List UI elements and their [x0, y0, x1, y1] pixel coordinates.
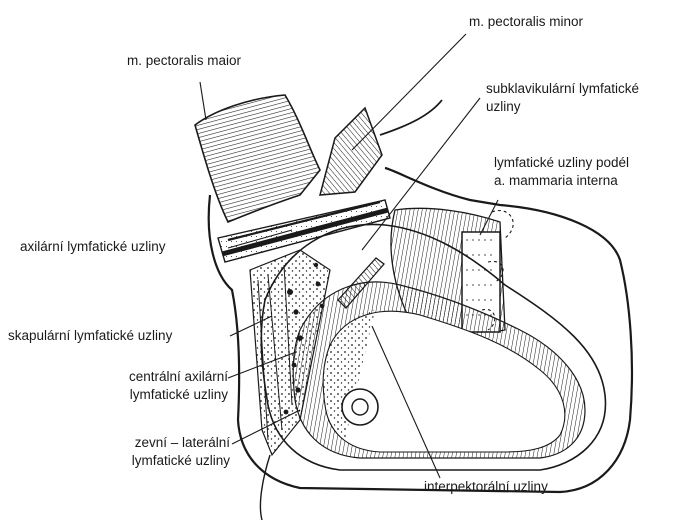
- label-mammaria-line2: a. mammaria interna: [494, 172, 618, 189]
- pectoralis-maior-muscle: [195, 95, 320, 222]
- nipple: [352, 399, 368, 415]
- pectoralis-minor-muscle: [320, 108, 382, 195]
- label-pectoralis-maior: m. pectoralis maior: [127, 52, 241, 69]
- shoulder-line: [380, 100, 442, 135]
- label-pectoralis-minor: m. pectoralis minor: [469, 13, 583, 30]
- skin-line-lower: [260, 455, 270, 520]
- label-subklavikularni-line2: uzliny: [486, 98, 521, 115]
- label-axilarni: axilární lymfatické uzliny: [20, 238, 166, 255]
- label-centralni-line1: centrální axilární: [78, 368, 228, 385]
- label-zevni-line2: lymfatické uzliny: [80, 452, 230, 469]
- label-zevni-line1: zevní – laterální: [80, 434, 230, 451]
- label-interpektoralni: interpektorální uzliny: [424, 478, 548, 495]
- label-skapularni: skapulární lymfatické uzliny: [8, 327, 172, 344]
- label-subklavikularni-line1: subklavikulární lymfatické: [486, 80, 639, 97]
- label-centralni-line2: lymfatické uzliny: [78, 386, 228, 403]
- label-mammaria-line1: lymfatické uzliny podél: [494, 154, 629, 171]
